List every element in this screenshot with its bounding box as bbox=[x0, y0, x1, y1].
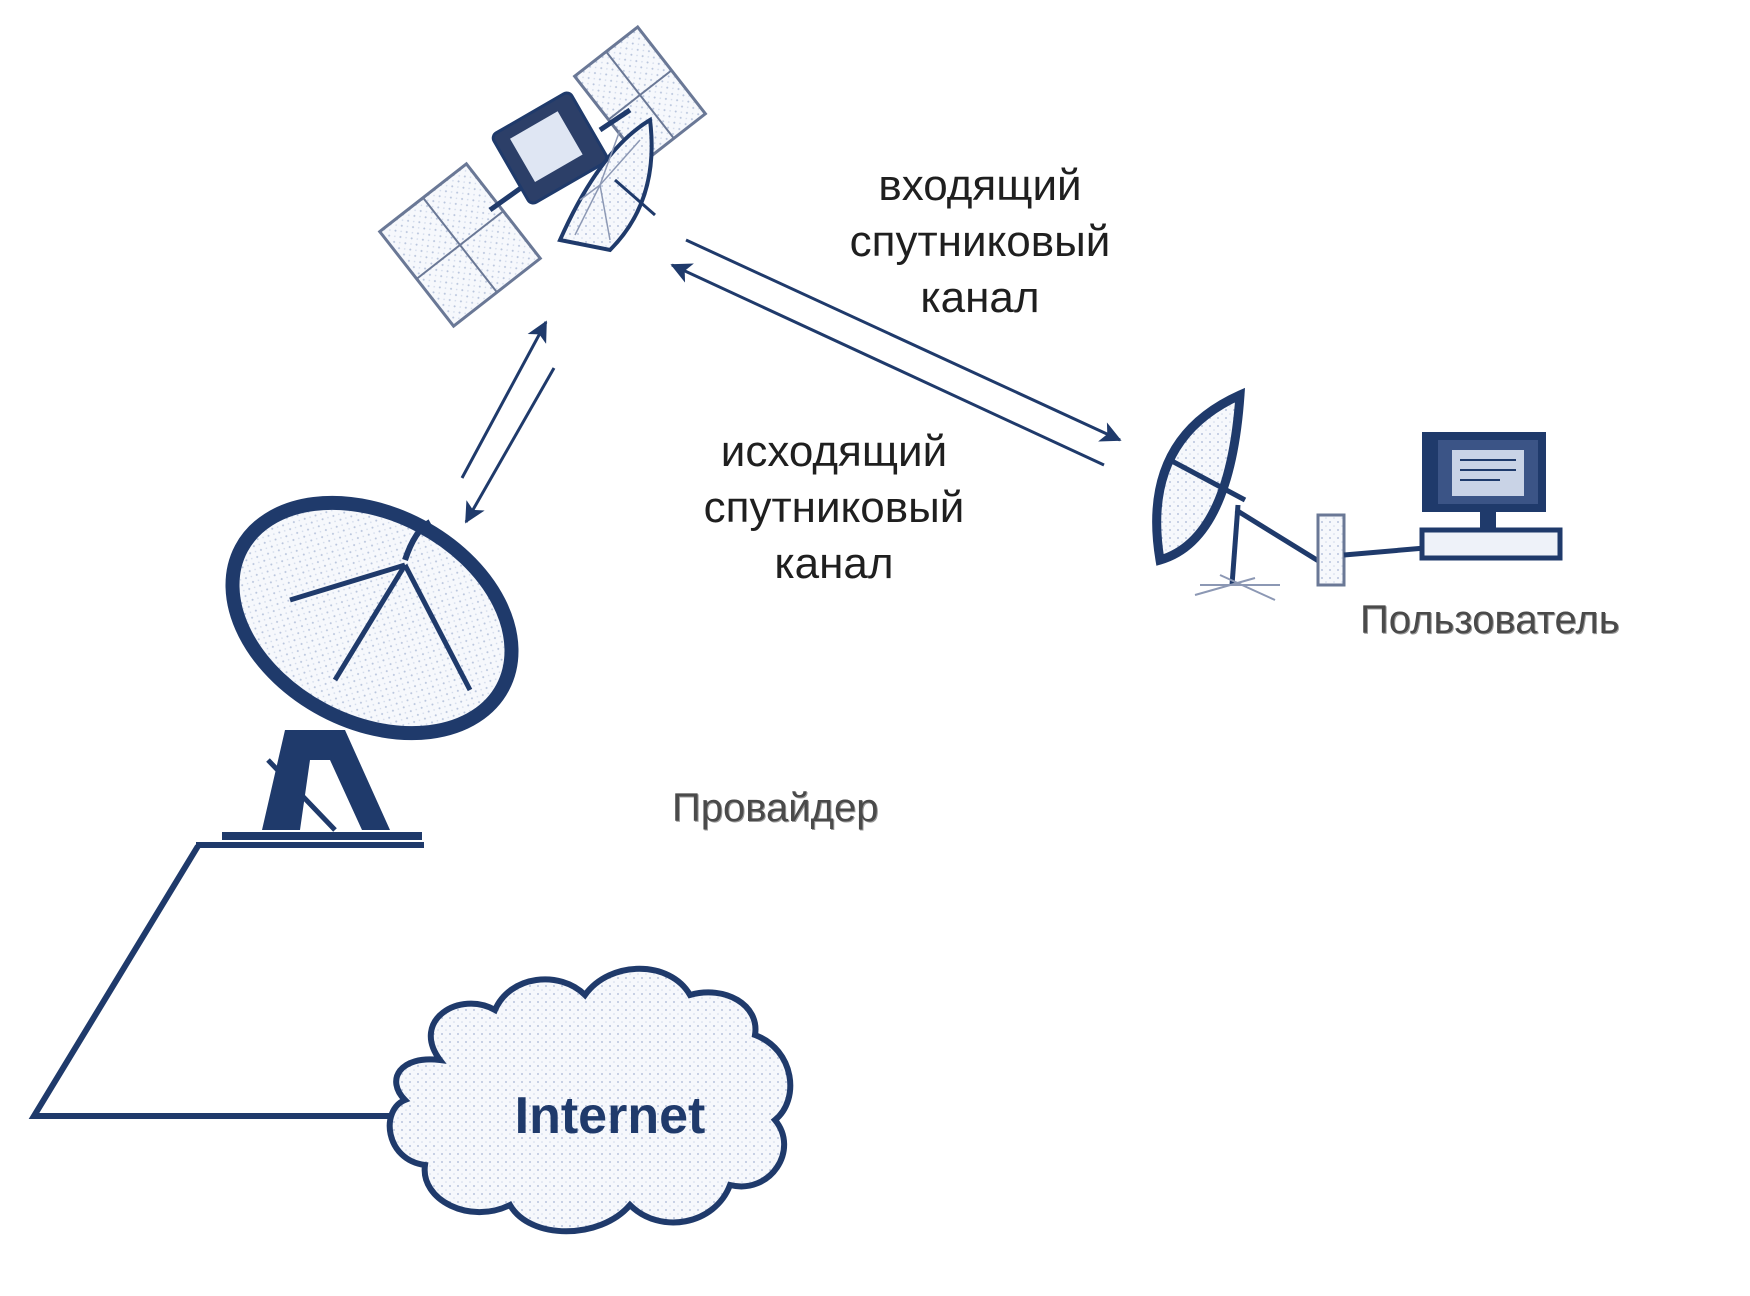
satellite-user-channel-arrows bbox=[670, 238, 1122, 467]
incoming-channel-line-2: спутниковый bbox=[849, 217, 1111, 266]
provider-internet-link bbox=[28, 844, 400, 1119]
satellite-provider-channel-arrows bbox=[460, 320, 556, 524]
cloud-icon bbox=[386, 965, 794, 1235]
outgoing-channel-label: исходящий спутниковый канал bbox=[654, 424, 1014, 592]
incoming-channel-line-1: входящий bbox=[878, 161, 1082, 210]
satellite-dish-icon bbox=[1152, 387, 1327, 601]
satellite-icon bbox=[377, 24, 708, 329]
outgoing-channel-line-2: спутниковый bbox=[703, 483, 965, 532]
modem-icon bbox=[1316, 513, 1426, 587]
outgoing-channel-line-1: исходящий bbox=[720, 427, 948, 476]
incoming-channel-label: входящий спутниковый канал bbox=[800, 158, 1160, 326]
outgoing-channel-line-3: канал bbox=[774, 539, 894, 588]
computer-icon bbox=[1419, 432, 1563, 561]
incoming-channel-line-3: канал bbox=[920, 273, 1040, 322]
internet-label: Internet bbox=[514, 1087, 706, 1145]
satellite-dish-icon bbox=[196, 495, 519, 848]
user-label: Пользователь bbox=[1360, 598, 1620, 642]
provider-label: Провайдер bbox=[672, 786, 879, 830]
